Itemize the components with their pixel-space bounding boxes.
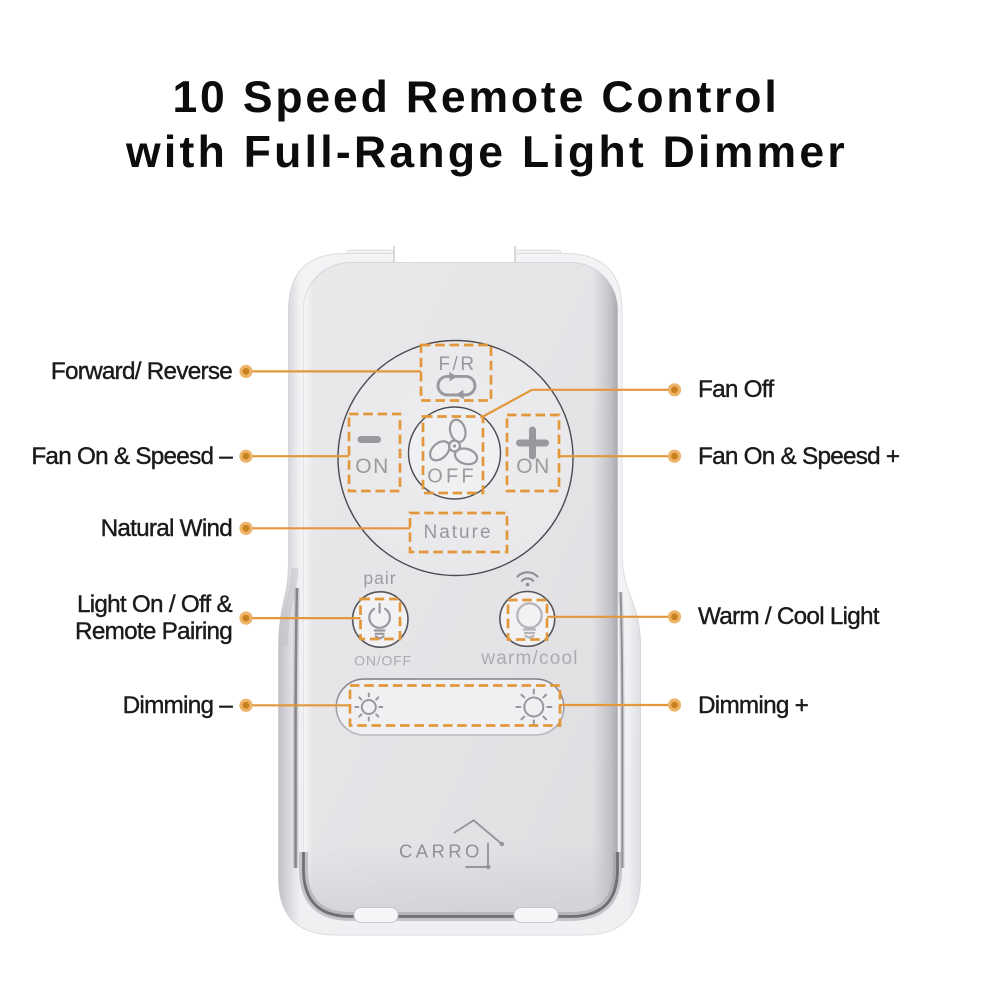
svg-text:ON: ON [355, 455, 390, 478]
svg-text:F/R: F/R [438, 354, 476, 375]
svg-text:OFF: OFF [427, 466, 477, 488]
svg-text:ON: ON [516, 455, 551, 478]
svg-text:warm/cool: warm/cool [480, 648, 578, 669]
svg-text:Nature: Nature [423, 522, 492, 543]
svg-text:ON/OFF: ON/OFF [354, 653, 412, 669]
svg-text:CARRO: CARRO [399, 841, 483, 862]
svg-text:pair: pair [363, 568, 396, 588]
